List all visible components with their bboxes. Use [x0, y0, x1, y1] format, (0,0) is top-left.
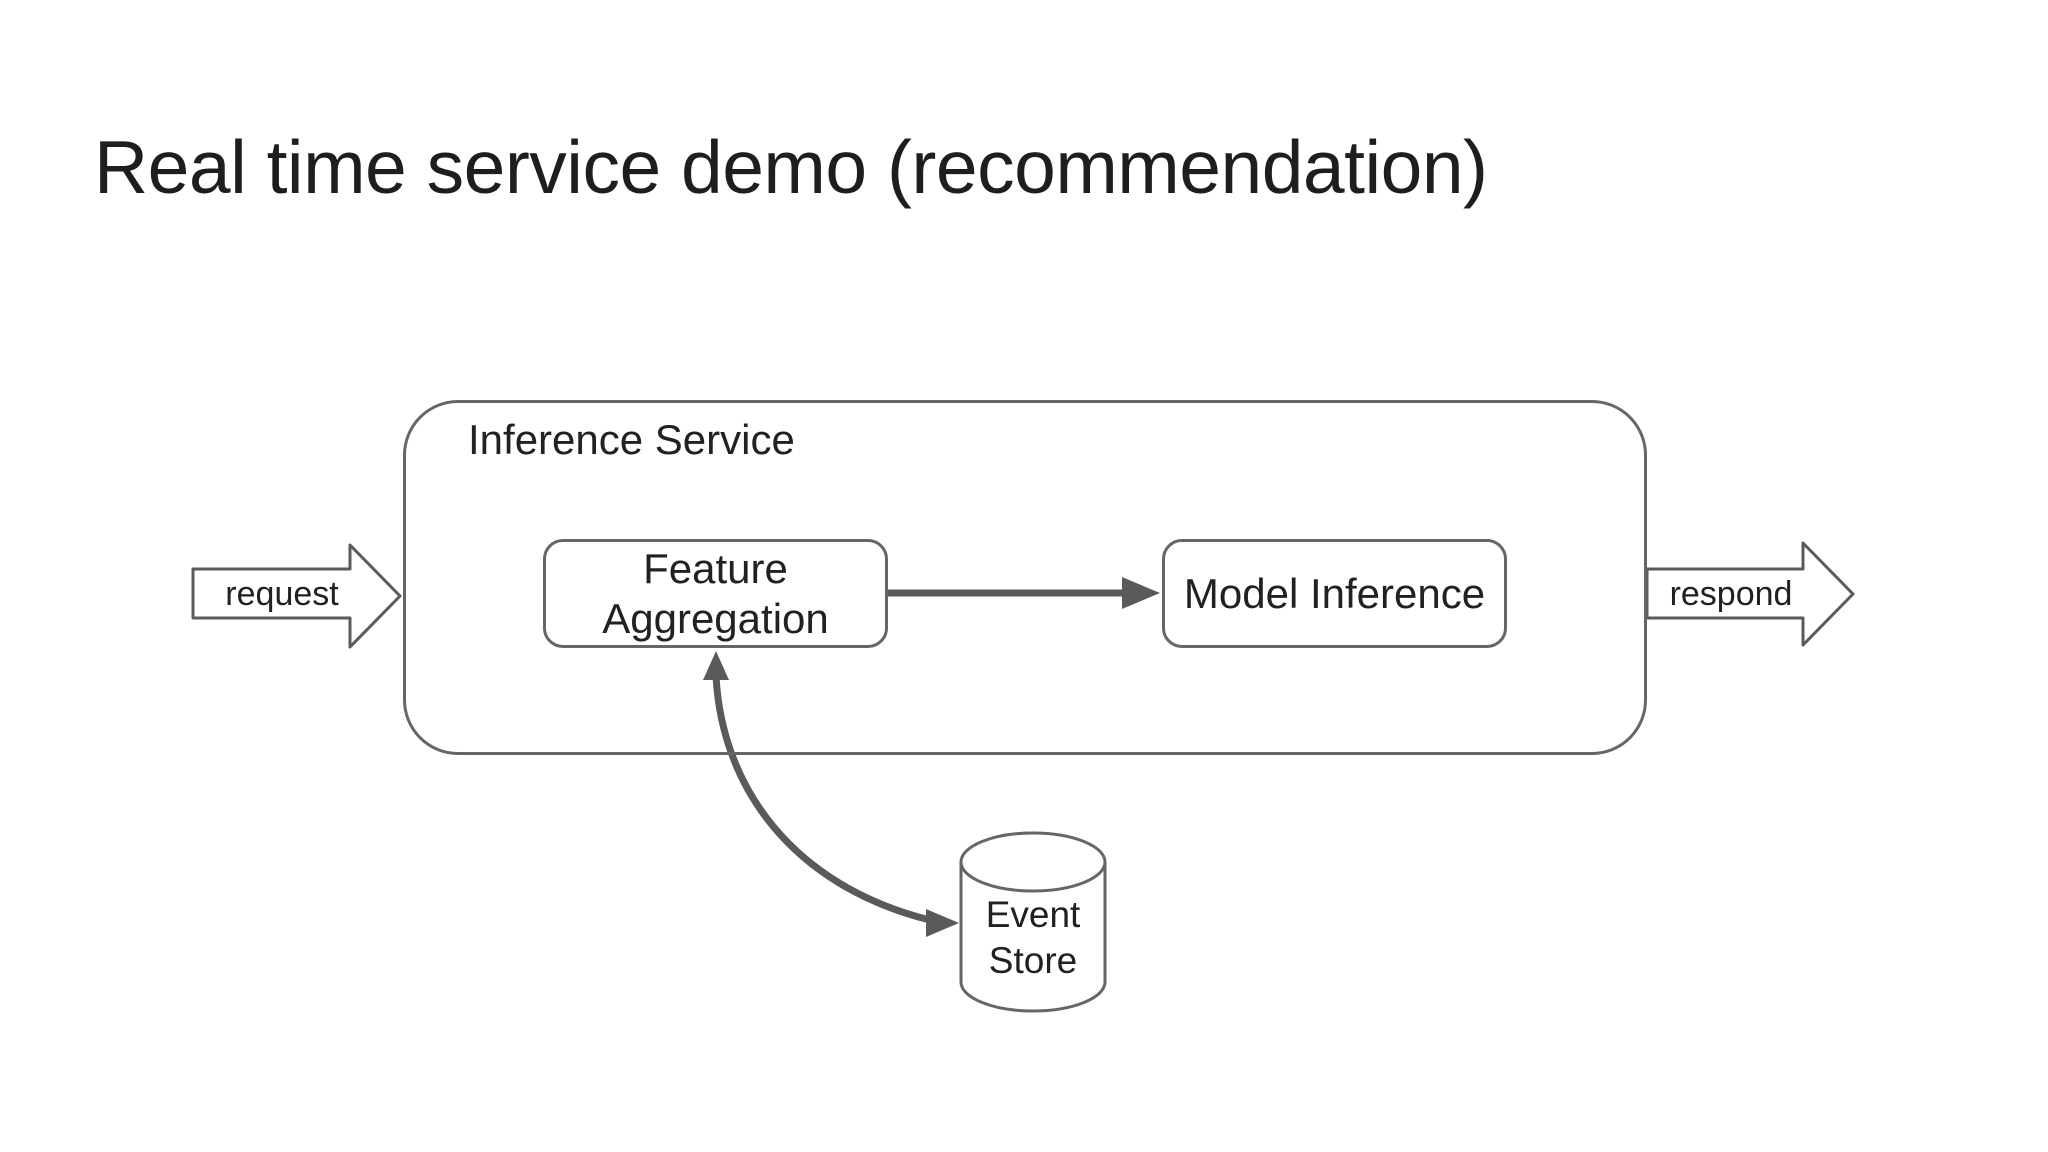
feature-eventstore-curved-arrow: [703, 651, 959, 937]
model-inference-label: Model Inference: [1183, 569, 1486, 617]
inference-service-label: Inference Service: [468, 416, 795, 463]
respond-label: respond: [1669, 575, 1793, 613]
request-label: request: [225, 575, 339, 613]
feature-aggregation-label: Feature Aggregation: [602, 544, 829, 642]
slide-title: Real time service demo (recommendation): [94, 125, 1488, 209]
model-inference-box: Model Inference: [1162, 539, 1507, 648]
arrowhead-right-icon: [1122, 577, 1160, 609]
event-store-label: Event Store: [985, 894, 1081, 981]
inference-service-box: Inference Service: [403, 400, 1647, 755]
feature-to-model-arrow: [885, 577, 1160, 609]
respond-block-arrow-icon: [1645, 541, 1855, 647]
request-block-arrow-icon: [191, 543, 402, 649]
feature-aggregation-box: Feature Aggregation: [543, 539, 888, 648]
event-store-cylinder-icon: [959, 831, 1107, 1013]
arrowhead-right-icon: [926, 909, 959, 937]
arrowhead-up-icon: [703, 651, 729, 680]
